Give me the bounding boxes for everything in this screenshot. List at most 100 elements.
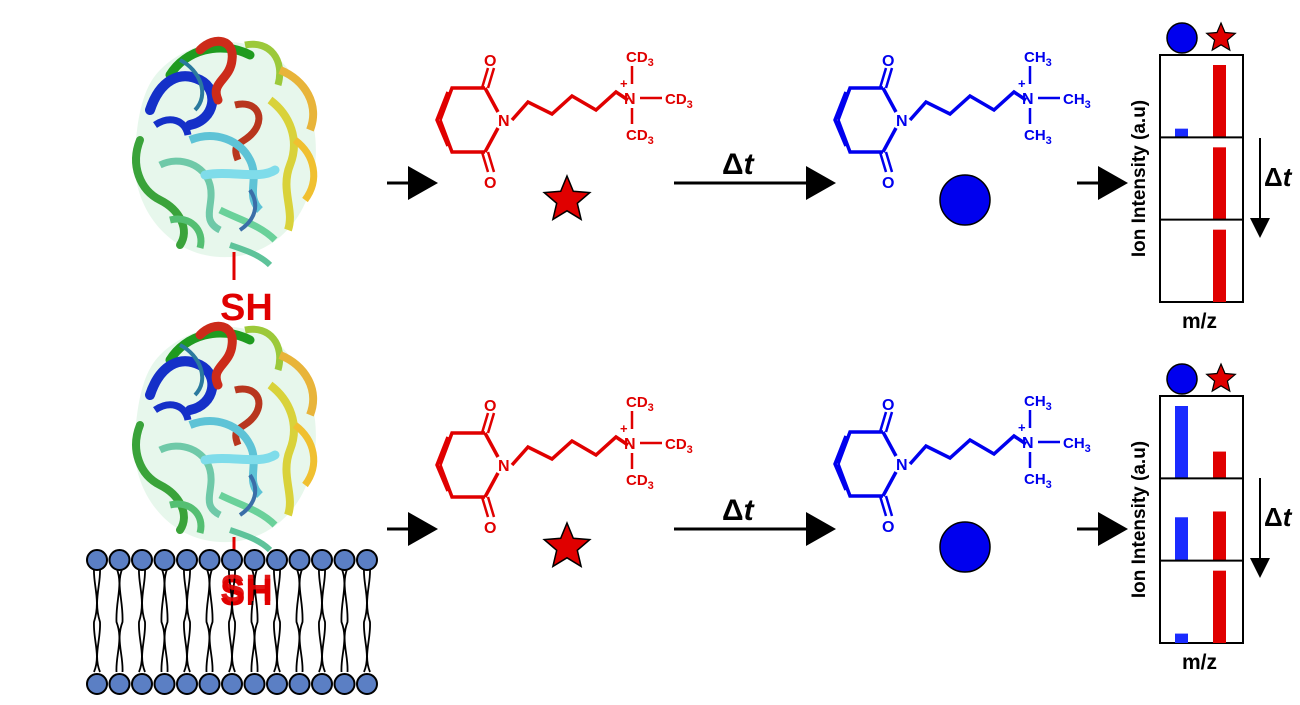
time-label-t: t [744, 148, 756, 181]
time-label-t: t [1283, 502, 1293, 532]
lipid-head [266, 549, 288, 571]
butyl-chain [908, 433, 1027, 466]
arrow-head [806, 166, 836, 200]
lipid-tail [96, 567, 101, 673]
lipid-head [266, 673, 288, 695]
maleimide-ring [483, 87, 500, 113]
maleimide-ring [881, 431, 898, 457]
lipid-tail [366, 567, 371, 673]
lipid-tail [343, 567, 349, 673]
nitrogen-label: N [624, 91, 636, 108]
carbonyl-bond [480, 496, 496, 518]
methyl-subscript: 3 [1085, 99, 1091, 111]
methyl-subscript: 3 [687, 99, 693, 111]
time-label: Δt [722, 494, 756, 527]
methyl-subscript: 3 [1085, 443, 1091, 455]
lipid-head [153, 673, 176, 695]
nitrogen-label: N [498, 458, 510, 475]
methyl-atoms: CH [1024, 127, 1046, 144]
methyl-subscript: 3 [687, 444, 693, 456]
y-axis-label: Ion Intensity (a.u) [1129, 100, 1150, 257]
maleimide-double-bond [833, 91, 848, 147]
oxygen-label: O [484, 398, 496, 415]
methyl-atoms: CD [665, 436, 687, 453]
lipid-head [288, 673, 311, 695]
time-label-t: t [744, 494, 756, 527]
methyl-group-label: CD3 [626, 472, 654, 492]
oxygen-label: O [882, 175, 894, 192]
methyl-group-label: CD3 [665, 91, 693, 111]
mass-spectrum-chart: Ion Intensity (a.u) m/z Δt [1129, 21, 1293, 333]
time-label-delta: Δ [1264, 162, 1283, 192]
chart-frame [1159, 395, 1244, 644]
maleimide-double-bond [435, 91, 450, 147]
methyl-subscript: 3 [1046, 57, 1052, 69]
methyl-group-label: CD3 [626, 394, 654, 414]
lipid-head [333, 549, 356, 571]
methyl-group-label: CH3 [1024, 49, 1052, 69]
methyl-subscript: 3 [1046, 135, 1052, 147]
maleimide-ring [836, 430, 883, 465]
lipid-head [108, 673, 131, 695]
maleimide-ring [836, 463, 883, 498]
nitrogen-label: N [896, 113, 908, 130]
maleimide-ring [881, 471, 898, 497]
positive-charge: + [1018, 76, 1026, 91]
lipid-bilayer: SH [86, 549, 378, 695]
maleimide-ring [881, 127, 898, 153]
time-label: Δt [1264, 502, 1293, 532]
lipid-head [311, 549, 333, 571]
lipid-head [108, 549, 131, 571]
lipid-head [176, 673, 198, 695]
bar-heavy [1213, 570, 1226, 643]
x-axis-label: m/z [1182, 310, 1217, 333]
methyl-atoms: CD [626, 394, 648, 411]
methyl-atoms: CH [1063, 435, 1085, 452]
lipid-head [176, 549, 198, 571]
maleimide-ring [438, 86, 485, 121]
maleimide-double-bond [833, 435, 848, 491]
carbonyl-bond [878, 151, 894, 173]
time-label-delta: Δ [722, 148, 744, 181]
methyl-group-label: CH3 [1063, 91, 1091, 111]
positive-charge: + [620, 76, 628, 91]
reaction-arrow [387, 512, 438, 546]
carbonyl-bond [480, 412, 496, 434]
lipid-head [243, 673, 266, 695]
bar-heavy [1213, 65, 1226, 138]
lipid-head [333, 673, 356, 695]
heavy-star-marker [542, 521, 592, 568]
oxygen-label: O [882, 519, 894, 536]
legend-circle-marker [1166, 22, 1198, 54]
methyl-group-label: CH3 [1063, 435, 1091, 455]
butyl-chain [908, 89, 1027, 122]
carbonyl-bond [480, 151, 496, 173]
time-axis-arrow-head [1250, 558, 1270, 578]
thiol-label: SH [220, 568, 273, 610]
lipid-tail [298, 567, 304, 673]
bar-light [1175, 633, 1188, 643]
carbonyl-bond [878, 411, 894, 433]
methyl-subscript: 3 [1046, 401, 1052, 413]
maleimide-double-bond [435, 436, 450, 492]
lipid-tail [253, 567, 259, 673]
maleimide-ring [836, 119, 883, 154]
light-circle-marker [939, 521, 991, 573]
protein-ribbon: SH [134, 41, 315, 329]
bar-light [1175, 406, 1188, 479]
bar-light [1175, 517, 1188, 561]
lipid-head [198, 673, 221, 695]
legend-star-marker [1205, 21, 1237, 52]
lipid-head [86, 673, 108, 695]
light-circle-marker [939, 174, 991, 226]
nitrogen-label: N [1022, 435, 1034, 452]
lipid-head [221, 673, 243, 695]
maleimide-ring [483, 472, 500, 498]
maleimide-ring [483, 432, 500, 458]
arrow-head [806, 512, 836, 546]
time-label-t: t [1283, 162, 1293, 192]
